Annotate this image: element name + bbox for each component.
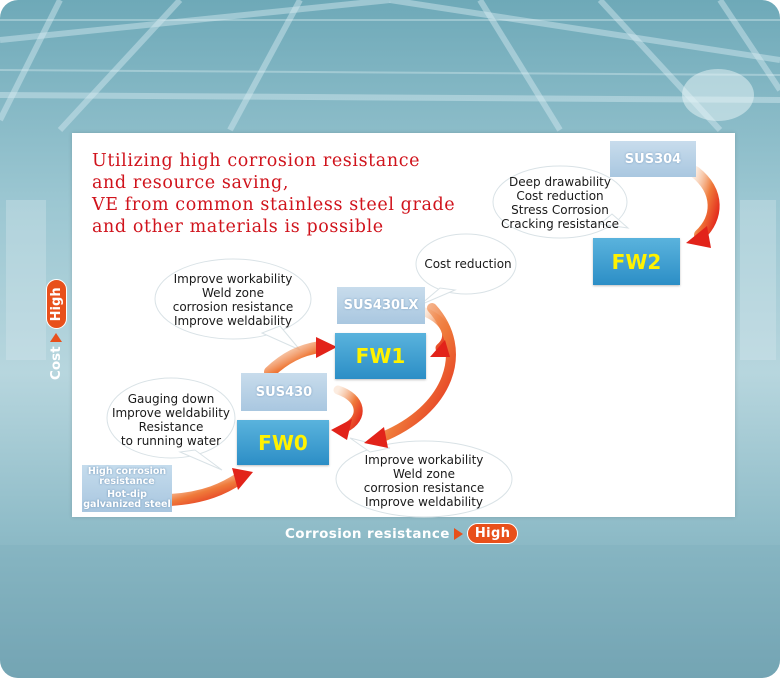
product-fw1: FW1 — [335, 333, 426, 379]
bubble-fw0-benefits: Gauging down Improve weldability Resista… — [108, 392, 234, 448]
start-box-line-3: Hot-dip — [107, 489, 147, 500]
axis-x-high-badge: High — [466, 523, 519, 544]
bubble-shape-lower — [335, 440, 513, 518]
arrow-sus304-to-fw2 — [689, 166, 720, 241]
bubble-fw0-line-4: to running water — [120, 434, 222, 448]
arrowhead-fw2 — [686, 226, 711, 248]
bubble-fw2-line-2: Cost reduction — [516, 189, 604, 203]
bubble-fw2-benefits: Deep drawability Cost reduction Stress C… — [496, 175, 624, 231]
bubble-fw0-line-2: Improve weldability — [111, 406, 231, 420]
bubble-lower-line-2: Weld zone — [393, 467, 455, 481]
bubble-fw1-line-4: Improve weldability — [173, 314, 293, 328]
arrow-sus430-to-fw1 — [264, 341, 326, 378]
arrowhead-lower — [364, 427, 388, 448]
arrowhead-fw1-right — [430, 340, 450, 357]
axis-x-label: Corrosion resistance High — [285, 523, 519, 544]
bubble-lower-line-4: Improve weldability — [364, 495, 484, 509]
arrowhead-fw0 — [232, 468, 253, 490]
bubble-shape-fw2 — [492, 165, 628, 239]
grade-sus430: SUS430 — [241, 373, 327, 411]
bubble-fw1-benefits: Improve workability Weld zone corrosion … — [160, 272, 306, 328]
bubble-fw2-line-4: Cracking resistance — [500, 217, 620, 231]
bubble-lower-benefits: Improve workability Weld zone corrosion … — [346, 453, 502, 509]
bubble-fw1-line-3: corrosion resistance — [172, 300, 294, 314]
bubble-fw2-line-1: Deep drawability — [509, 175, 611, 189]
start-box-hot-dip: High corrosion resistance Hot-dip galvan… — [82, 465, 172, 512]
bubble-cost-reduction: Cost reduction — [418, 257, 518, 271]
start-box-line-1: High corrosion — [87, 466, 167, 477]
axis-y-high-badge: High — [45, 279, 67, 330]
axis-y-label: Cost High — [42, 270, 70, 380]
bubble-fw1-line-1: Improve workability — [173, 272, 293, 286]
headline-line-1: Utilizing high corrosion resistance — [92, 151, 421, 171]
headline-line-3: VE from common stainless steel grade — [92, 195, 456, 215]
bubble-cost-line-1: Cost reduction — [424, 257, 512, 271]
headline-line-4: and other materials is possible — [92, 217, 384, 237]
bubble-fw2-line-3: Stress Corrosion — [511, 203, 609, 217]
axis-y-triangle-icon — [50, 333, 62, 343]
axis-y-text: Cost — [48, 346, 64, 380]
arrowhead-fw0-right — [331, 419, 352, 440]
bubble-shape-fw0 — [106, 377, 236, 459]
arrow-start-to-fw0 — [164, 472, 246, 506]
start-box-line-4: galvanized steel — [83, 499, 171, 510]
grade-sus304: SUS304 — [610, 141, 696, 177]
bubble-shape-fw1 — [154, 258, 312, 340]
product-fw2: FW2 — [593, 238, 680, 285]
grade-sus430lx: SUS430LX — [337, 287, 425, 324]
bubble-shape-cost — [415, 233, 517, 295]
bubble-fw0-line-1: Gauging down — [127, 392, 215, 406]
arrow-sus430lx-to-lower — [375, 303, 456, 443]
bubble-fw1-line-2: Weld zone — [202, 286, 264, 300]
product-fw0: FW0 — [237, 420, 329, 465]
bubble-lower-line-3: corrosion resistance — [363, 481, 485, 495]
headline-line-2: and resource saving, — [92, 173, 289, 193]
start-box-line-2: resistance — [99, 476, 155, 487]
speech-bubbles — [106, 165, 630, 518]
headline: Utilizing high corrosion resistance and … — [92, 150, 455, 238]
axis-x-text: Corrosion resistance — [285, 525, 450, 542]
bubble-lower-line-1: Improve workability — [364, 453, 484, 467]
bubble-fw0-line-3: Resistance — [138, 420, 204, 434]
arrowhead-fw1 — [316, 337, 337, 358]
axis-x-triangle-icon — [453, 527, 463, 540]
